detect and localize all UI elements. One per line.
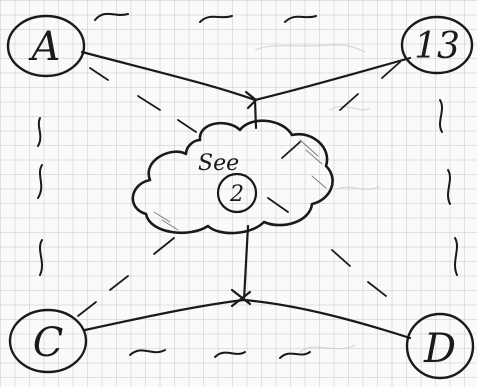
dashed-border-top <box>94 12 317 23</box>
node-b-circle <box>400 15 474 75</box>
node-d-label: D <box>423 326 456 372</box>
cloud-number-circle <box>216 172 258 214</box>
cloud-number: 2 <box>229 182 244 207</box>
connector-bottom <box>83 224 412 340</box>
bleed-through-marks <box>254 44 381 353</box>
dashed-border-right <box>439 99 458 276</box>
cloud-shape <box>131 119 334 235</box>
node-c: C <box>8 308 88 374</box>
cloud-shading <box>153 139 327 231</box>
connector-top <box>80 50 412 130</box>
node-a-label: A <box>28 24 61 70</box>
node-a-circle <box>6 14 86 78</box>
node-c-label: C <box>33 320 64 366</box>
node-b: 13 <box>400 15 474 75</box>
node-c-circle <box>8 308 88 374</box>
cloud-note: See <box>198 151 239 176</box>
node-d-circle <box>405 312 475 380</box>
dashed-diagonal-a-d <box>89 67 387 297</box>
node-a: A <box>6 14 86 78</box>
dashed-border-bottom <box>129 349 311 359</box>
node-b-label: 13 <box>414 26 460 67</box>
dashed-diagonal-b-c <box>77 61 401 317</box>
dashed-border-left <box>37 117 43 276</box>
node-d: D <box>405 312 475 380</box>
